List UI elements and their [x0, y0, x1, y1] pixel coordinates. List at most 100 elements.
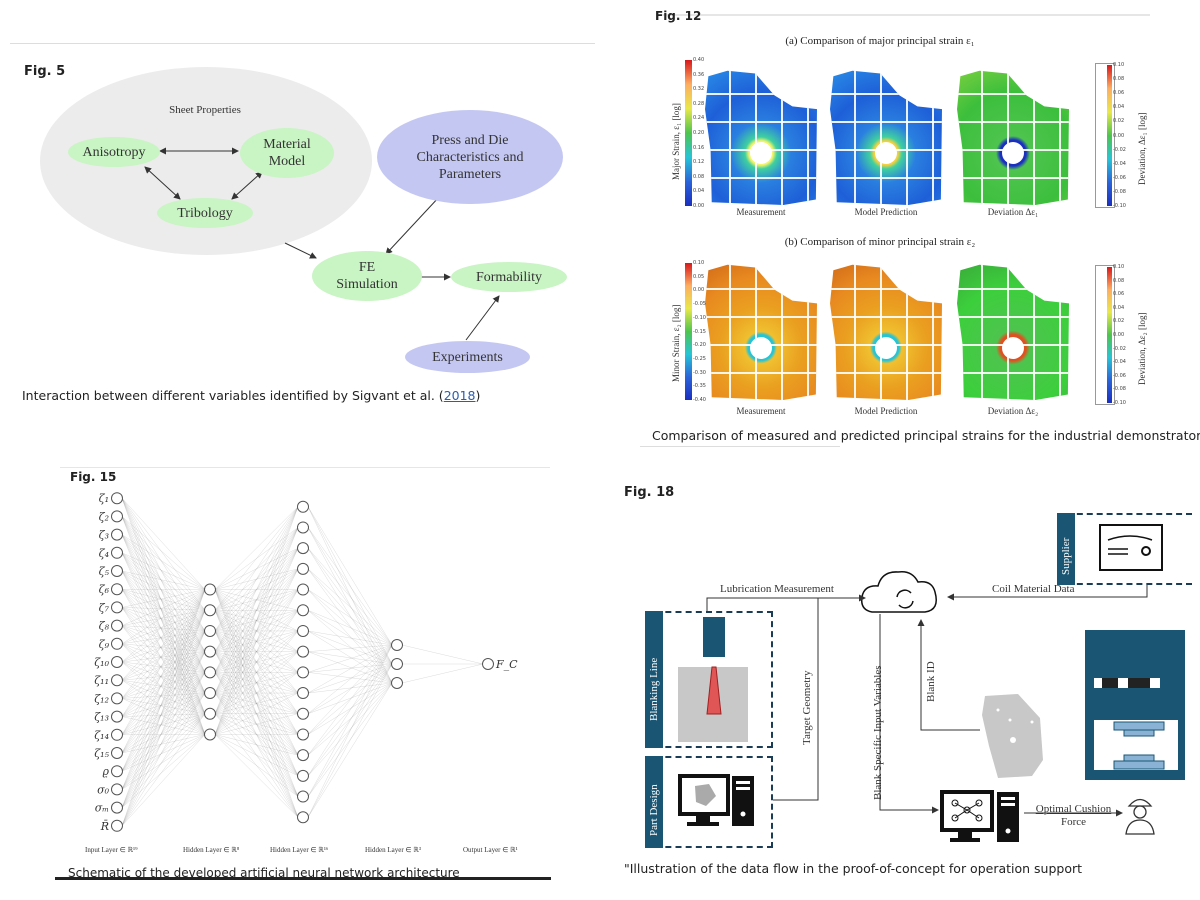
connection: [307, 644, 393, 797]
connection: [121, 534, 206, 735]
connection: [121, 713, 206, 772]
neuron: [204, 604, 216, 617]
connection: [121, 607, 206, 714]
connection: [121, 589, 206, 645]
connection: [307, 506, 393, 646]
connection: [121, 713, 206, 754]
connection: [121, 516, 206, 632]
neuron: [297, 542, 309, 555]
connection: [214, 547, 299, 632]
connection: [121, 498, 206, 632]
connection: [121, 679, 206, 714]
connection: [121, 698, 206, 714]
connection: [214, 610, 299, 776]
connection: [307, 568, 393, 665]
connection: [121, 625, 206, 735]
connection: [121, 588, 206, 611]
fig5-arrows: [144, 147, 500, 341]
connection: [121, 570, 206, 590]
neuron: [204, 666, 216, 679]
connection: [214, 568, 299, 735]
connection: [121, 651, 206, 681]
node-text: Material: [263, 137, 311, 152]
connection: [214, 610, 299, 694]
connection: [121, 713, 206, 808]
neuron: [297, 687, 309, 700]
connection: [214, 610, 299, 652]
input-label: ζ₉: [99, 638, 110, 651]
colorbar-tick-label: -0.10: [693, 314, 706, 321]
supplier-tab: Supplier: [1057, 513, 1075, 585]
fig18-caption: "Illustration of the data flow in the pr…: [624, 861, 1083, 876]
colorbar-tick-label: -0.06: [1113, 372, 1126, 379]
press-machine-icon: [1085, 630, 1185, 780]
connection: [121, 610, 206, 735]
hole: [750, 336, 772, 359]
colorbar-tick-label: -0.08: [1113, 386, 1126, 393]
connection: [214, 527, 299, 590]
connection: [214, 610, 299, 652]
target-geometry-label: Target Geometry: [801, 670, 813, 745]
cushion-text: Force: [1060, 816, 1087, 828]
connection: [121, 643, 206, 714]
colorbar-tick-label: -0.06: [1113, 174, 1126, 181]
connection: [214, 610, 299, 673]
arrow-blank-vars: [879, 614, 939, 814]
connection: [121, 498, 206, 652]
connection: [121, 607, 206, 632]
input-label: ϱ: [103, 765, 110, 778]
connection: [307, 527, 393, 646]
lubrication-label: Lubrication Measurement: [720, 583, 834, 595]
connection: [214, 651, 299, 735]
fig12-label: Fig. 12: [655, 9, 702, 23]
connection: [121, 534, 206, 714]
colorbar-tick-label: 0.05: [693, 273, 705, 280]
connection: [121, 651, 206, 772]
input-label: ζ₁₂: [94, 692, 109, 705]
layer-label: Output Layer ∈ ℝ¹: [463, 846, 518, 854]
neuron: [297, 707, 309, 720]
colorbar-tick-label: 0.06: [1113, 291, 1125, 298]
neuron: [204, 624, 216, 637]
citation-link[interactable]: 2018: [443, 388, 476, 403]
connection: [214, 568, 299, 714]
connection: [121, 552, 206, 735]
colorbar-tick-label: 0.00: [693, 203, 705, 209]
connection: [214, 651, 299, 797]
histogram-box-b: [1095, 265, 1115, 405]
connection: [214, 651, 299, 673]
connection: [214, 610, 299, 735]
connection: [214, 630, 299, 673]
fig15-label: Fig. 15: [70, 470, 117, 484]
connection: [307, 651, 393, 665]
connection: [307, 682, 393, 735]
connection: [121, 589, 206, 626]
connection: [121, 570, 206, 714]
connection: [307, 682, 393, 777]
blank-sheet-icon: [982, 694, 1043, 778]
connection: [214, 630, 299, 776]
connections: [121, 498, 484, 826]
connection: [307, 663, 393, 777]
connection: [121, 610, 206, 681]
connection: [214, 651, 299, 818]
connection: [121, 610, 206, 717]
connection: [121, 610, 206, 645]
connection: [121, 589, 206, 663]
panel-label: Model Prediction: [854, 406, 918, 416]
connection: [121, 607, 206, 652]
connection: [121, 498, 206, 735]
connection: [121, 588, 206, 632]
connection: [121, 651, 206, 826]
connection: [307, 610, 393, 684]
neuron: [111, 656, 123, 668]
connection: [121, 589, 206, 699]
connection: [307, 644, 393, 818]
connection: [214, 589, 299, 797]
connection: [307, 548, 393, 665]
neuron: [297, 583, 309, 596]
neuron: [111, 565, 123, 577]
input-label: σ₀: [97, 783, 110, 796]
